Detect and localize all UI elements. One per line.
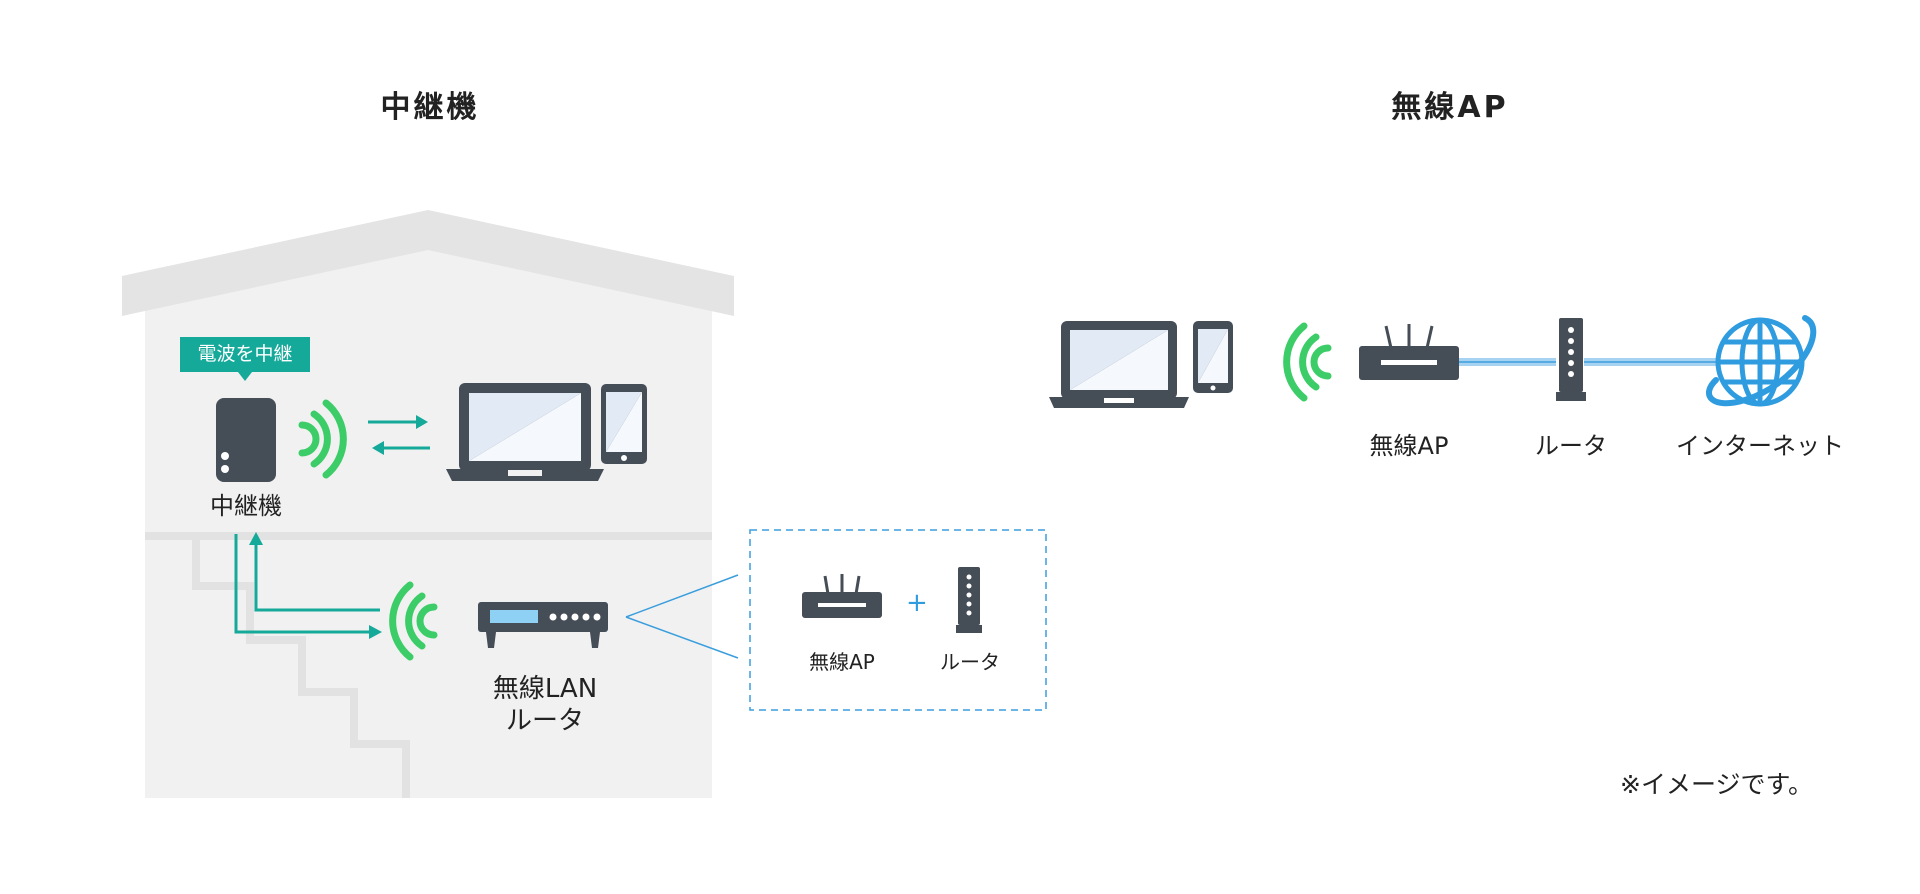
- access-point-icon: [1359, 324, 1459, 380]
- stairs-illustration: [145, 532, 712, 798]
- smartphone-icon: [601, 384, 647, 464]
- image-disclaimer-note: ※イメージです。: [1620, 770, 1813, 799]
- modem-router-icon: [1556, 318, 1586, 401]
- globe-icon: [1706, 315, 1817, 407]
- smartphone-icon: [1193, 321, 1233, 393]
- stairs-line: [145, 532, 410, 798]
- house-roof: [122, 210, 734, 316]
- wifi-signal-icon: [298, 399, 347, 479]
- house-body: [145, 240, 712, 798]
- inset-router-label: ルータ: [940, 650, 1000, 674]
- bidirectional-arrows-icon: [368, 415, 430, 455]
- internet-label: インターネット: [1676, 432, 1844, 460]
- right-diagram-title: 無線AP: [1391, 90, 1509, 125]
- callout-lines: [625, 574, 739, 659]
- wireless-router-icon: [478, 602, 608, 648]
- connection-arrows-icon: [234, 534, 380, 634]
- wifi-signal-icon: [1283, 322, 1332, 402]
- repeater-label: 中継機: [210, 492, 282, 520]
- arrow-head-up: [249, 532, 263, 545]
- relay-badge: 電波を中継: [180, 337, 310, 381]
- wifi-signal-icon: [389, 581, 438, 661]
- cable-lines: [1458, 358, 1718, 366]
- router-label: ルータ: [1535, 432, 1607, 460]
- repeater-icon: [216, 398, 276, 482]
- inset-ap-label: 無線AP: [809, 650, 875, 674]
- house-illustration: [122, 210, 734, 798]
- inset-box: [749, 529, 1047, 711]
- arrow-head-right: [369, 625, 382, 639]
- laptop-icon: [1049, 321, 1189, 408]
- laptop-icon: [446, 383, 604, 481]
- access-point-icon: [802, 574, 882, 618]
- wireless-lan-router-label-line2: ルータ: [505, 706, 584, 736]
- modem-router-icon: [956, 567, 982, 633]
- plus-sign: +: [906, 588, 928, 618]
- left-diagram-title: 中継機: [380, 90, 480, 125]
- ap-label: 無線AP: [1369, 432, 1449, 460]
- wireless-lan-router-label-line1: 無線LAN: [492, 674, 598, 704]
